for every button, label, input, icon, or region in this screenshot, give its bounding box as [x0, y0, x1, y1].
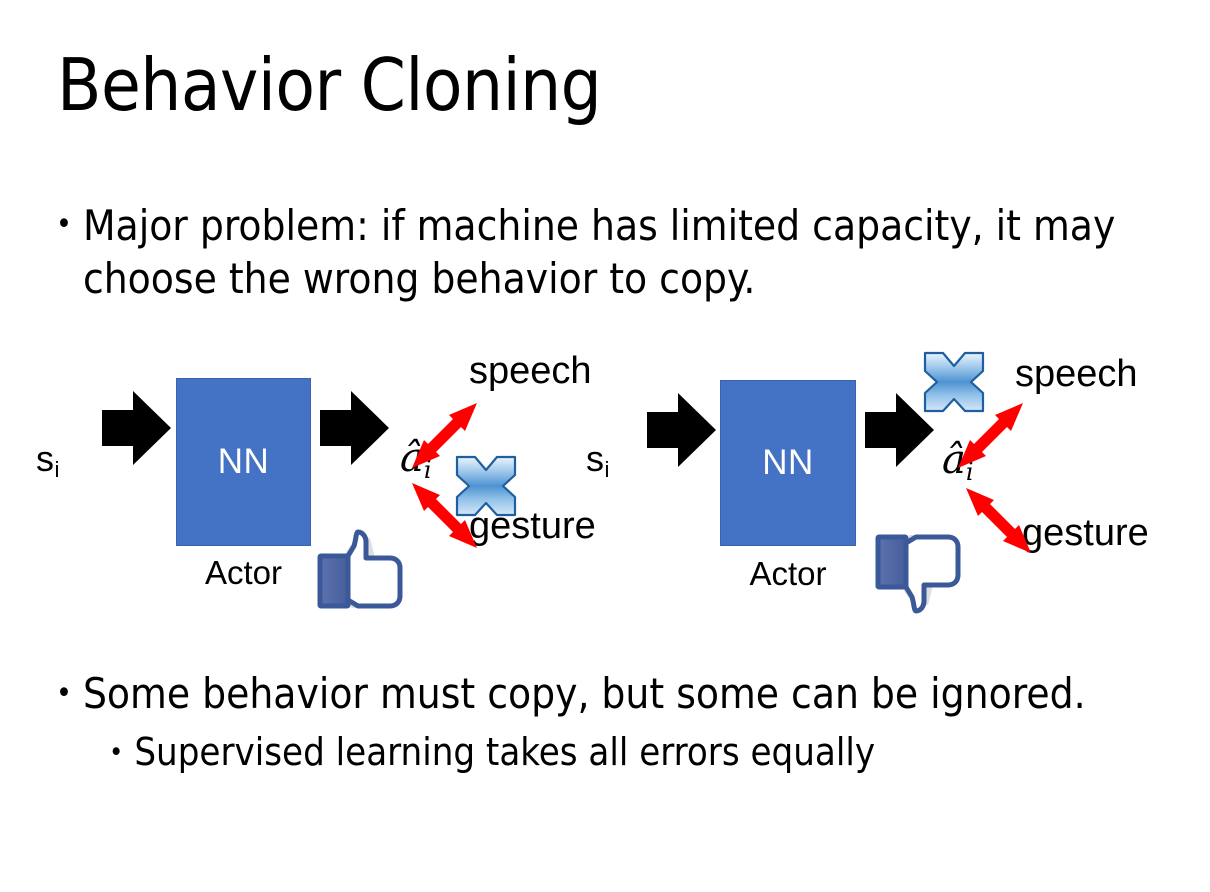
branch-arrow-right-gesture: [966, 488, 1031, 553]
output-arrow-left: [320, 391, 389, 465]
bullet-major-problem: • Major problem: if machine has limited …: [56, 200, 1126, 305]
bullet-some-behavior: • Some behavior must copy, but some can …: [56, 669, 1166, 719]
bullet-supervised-learning: • Supervised learning takes all errors e…: [109, 730, 1169, 776]
input-arrow-right: [647, 393, 716, 467]
nn-box-label-left: NN: [217, 442, 270, 481]
bullet-marker-icon: •: [109, 737, 124, 768]
branch-arrow-left-gesture: [412, 483, 477, 548]
diagram-right-graphics: [647, 351, 1031, 614]
input-arrow-left: [102, 391, 171, 465]
actor-caption-right: Actor: [749, 555, 827, 592]
branch-arrow-left-speech: [412, 403, 477, 468]
bullet-marker-icon: •: [56, 207, 72, 242]
actor-caption-left: Actor: [204, 554, 283, 591]
branch-label-left-speech: speech: [469, 350, 592, 392]
branch-arrow-right-speech: [958, 403, 1023, 468]
nn-box-label-right: NN: [762, 443, 814, 482]
action-label-left: âi: [400, 435, 432, 485]
thumbs-down-icon-right: [875, 534, 961, 614]
branch-label-right-speech: speech: [1015, 353, 1138, 395]
diagram-left-good-case: si NN Actor âi speech gesture: [20, 340, 605, 640]
thumbs-up-icon-left: [317, 529, 403, 609]
nn-box-left: NN: [176, 378, 311, 546]
diagram-right-bad-case: si NN Actor âi speech gesture: [570, 340, 1155, 640]
page-title: Behavior Cloning: [57, 43, 602, 127]
cross-out-icon-right-speech: [923, 351, 985, 413]
cross-out-icon-left-gesture: [455, 455, 517, 517]
state-label-left: si: [36, 438, 60, 483]
state-label-right: si: [586, 438, 610, 483]
bullet-marker-icon: •: [56, 676, 72, 711]
action-label-right: âi: [942, 437, 974, 487]
bullet-major-problem-text: Major problem: if machine has limited ca…: [82, 201, 1116, 303]
bullet-some-behavior-text: Some behavior must copy, but some can be…: [82, 669, 1086, 718]
output-arrow-right: [865, 393, 934, 467]
branch-label-right-gesture: gesture: [1022, 512, 1149, 554]
diagram-left-graphics: [102, 391, 517, 609]
nn-box-right: NN: [720, 380, 856, 546]
branch-label-left-gesture: gesture: [469, 505, 596, 547]
bullet-supervised-learning-text: Supervised learning takes all errors equ…: [134, 730, 876, 774]
